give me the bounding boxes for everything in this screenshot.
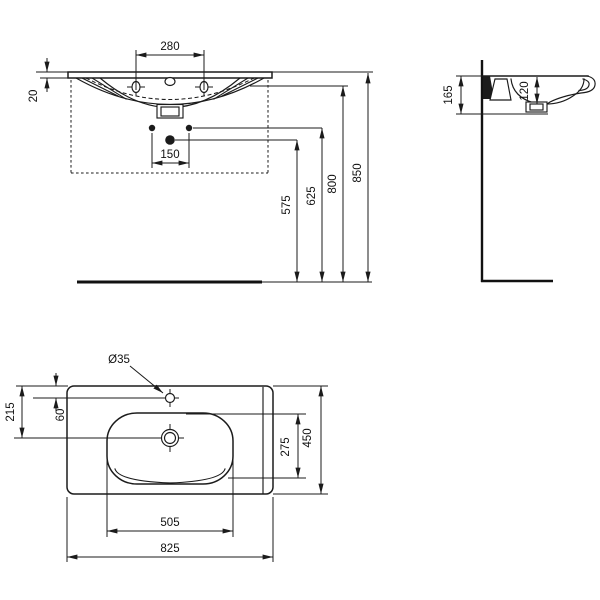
dim-label-850: 850 (352, 163, 364, 182)
dim-dia35: Ø35 (108, 354, 164, 394)
dim-505: 505 (106, 452, 234, 537)
fixing-hole-right (185, 124, 193, 132)
drain-plan-icon (156, 424, 184, 452)
dim-275: 275 (186, 413, 306, 479)
dim-label-275: 275 (280, 437, 292, 456)
basin-side-profile (482, 75, 596, 113)
fixing-hole-left (148, 124, 156, 132)
dim-label-60: 60 (55, 409, 67, 422)
dim-20: 20 (28, 58, 50, 103)
dim-850: 850 (352, 72, 371, 283)
dim-label-dia35: Ø35 (108, 354, 130, 366)
front-elevation-view: 280 20 150 575 625 (28, 41, 373, 284)
waste-outlet-dot (165, 135, 175, 145)
dim-label-450: 450 (302, 428, 314, 447)
dim-625: 625 (306, 127, 325, 283)
dim-120: 120 (519, 76, 540, 105)
dim-280: 280 (135, 41, 205, 90)
dim-label-575: 575 (281, 195, 293, 214)
dim-label-165: 165 (443, 85, 455, 104)
dim-800: 800 (327, 85, 346, 283)
plan-view: Ø35 215 60 275 450 (5, 354, 328, 562)
dim-60: 60 (53, 373, 67, 422)
dim-label-825: 825 (160, 543, 179, 555)
dim-label-215: 215 (5, 402, 17, 421)
bowl-bottom-edge (114, 468, 226, 484)
dim-165: 165 (443, 75, 548, 115)
side-section-view: 165 120 (443, 60, 596, 283)
overflow-hole (164, 76, 176, 87)
dim-825: 825 (66, 497, 274, 562)
dim-label-280: 280 (160, 41, 179, 53)
dim-label-800: 800 (327, 174, 339, 193)
dim-label-20: 20 (28, 90, 40, 103)
dim-150: 150 (151, 133, 190, 168)
cabinet-hidden-outline (70, 80, 269, 174)
dim-215: 215 (5, 385, 25, 439)
dim-label-120: 120 (519, 81, 531, 100)
waste-outlet-front (156, 103, 184, 119)
dim-label-505: 505 (160, 517, 179, 529)
dim-575: 575 (281, 139, 300, 283)
dim-450: 450 (273, 385, 328, 495)
dim-label-150: 150 (160, 149, 179, 161)
dim-label-625: 625 (306, 186, 318, 205)
